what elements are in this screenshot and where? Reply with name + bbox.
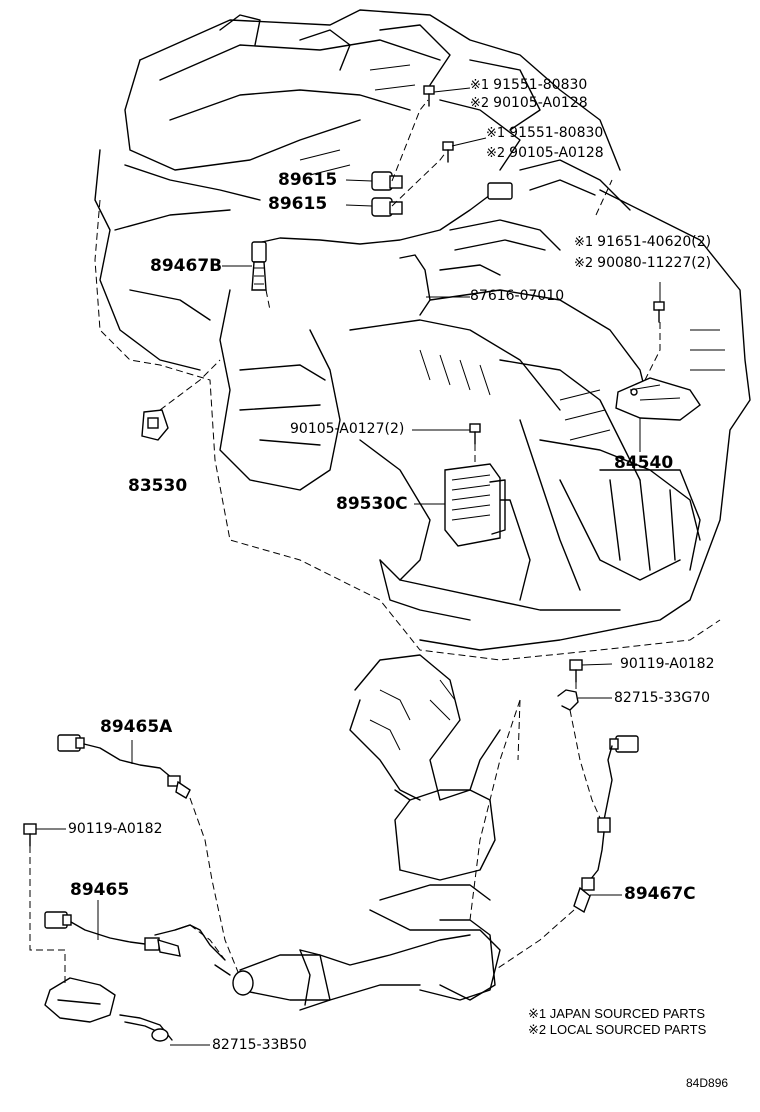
oxygen-sensor-89467C [573,735,639,914]
bolt-91551-80830 [423,85,454,163]
label-90105-A0127: 90105-A0127(2) [290,421,405,437]
bolt-90119-right [569,659,583,683]
oxygen-sensor-89465A [57,734,191,799]
bracket-87616 [399,254,431,316]
bolt-90119-left [23,823,37,847]
oxygen-sensor-89465 [44,911,191,957]
label-89467C: 89467C [624,884,696,904]
label-90119-A0182-right: 90119-A0182 [620,656,715,672]
connector [487,182,513,200]
dashed-leaders-upper [159,99,661,464]
label-89465: 89465 [70,880,130,900]
label-84540: 84540 [614,453,674,473]
oil-pressure-switch-83530 [141,409,169,441]
label-90119-A0182-left: 90119-A0182 [68,821,163,837]
label-89465A: 89465A [100,717,173,737]
knock-sensor-89615 [371,171,403,217]
oxygen-sensor-89467B [251,241,267,291]
leader-lines-lower [36,663,622,1046]
engine-outline [94,199,721,661]
exhaust-outline [469,699,521,921]
dashed-leaders-lower [29,682,601,985]
label-89530C: 89530C [336,494,408,514]
label-89615-a: 89615 [278,170,338,190]
exhaust-outline-2 [517,699,521,761]
label-89467B: 89467B [150,256,223,276]
bracket-82715-33B50 [44,977,173,1042]
label-83530: 83530 [128,476,188,496]
bolt-91651 [653,301,665,323]
figure-id: 84D896 [686,1076,729,1090]
label-87616-07010: 87616-07010 [470,288,565,304]
legend-japan-sourced: ※1 JAPAN SOURCED PARTS [528,1006,706,1021]
legend-local-sourced: ※2 LOCAL SOURCED PARTS [528,1022,707,1037]
bolt-90105-A0127 [469,423,481,445]
label-82715-33B50: 82715-33B50 [212,1037,307,1053]
label-89615-b: 89615 [268,194,328,214]
exhaust-pipe-assembly [174,654,501,1011]
leader-lines-upper [222,87,661,505]
engine-assembly [94,9,751,651]
label-82715-33G70: 82715-33G70 [614,690,711,706]
switch-84540 [615,377,701,421]
clip-82715-33G70 [557,689,579,711]
sensor-wire [261,194,491,245]
control-unit-89530C [444,463,506,547]
